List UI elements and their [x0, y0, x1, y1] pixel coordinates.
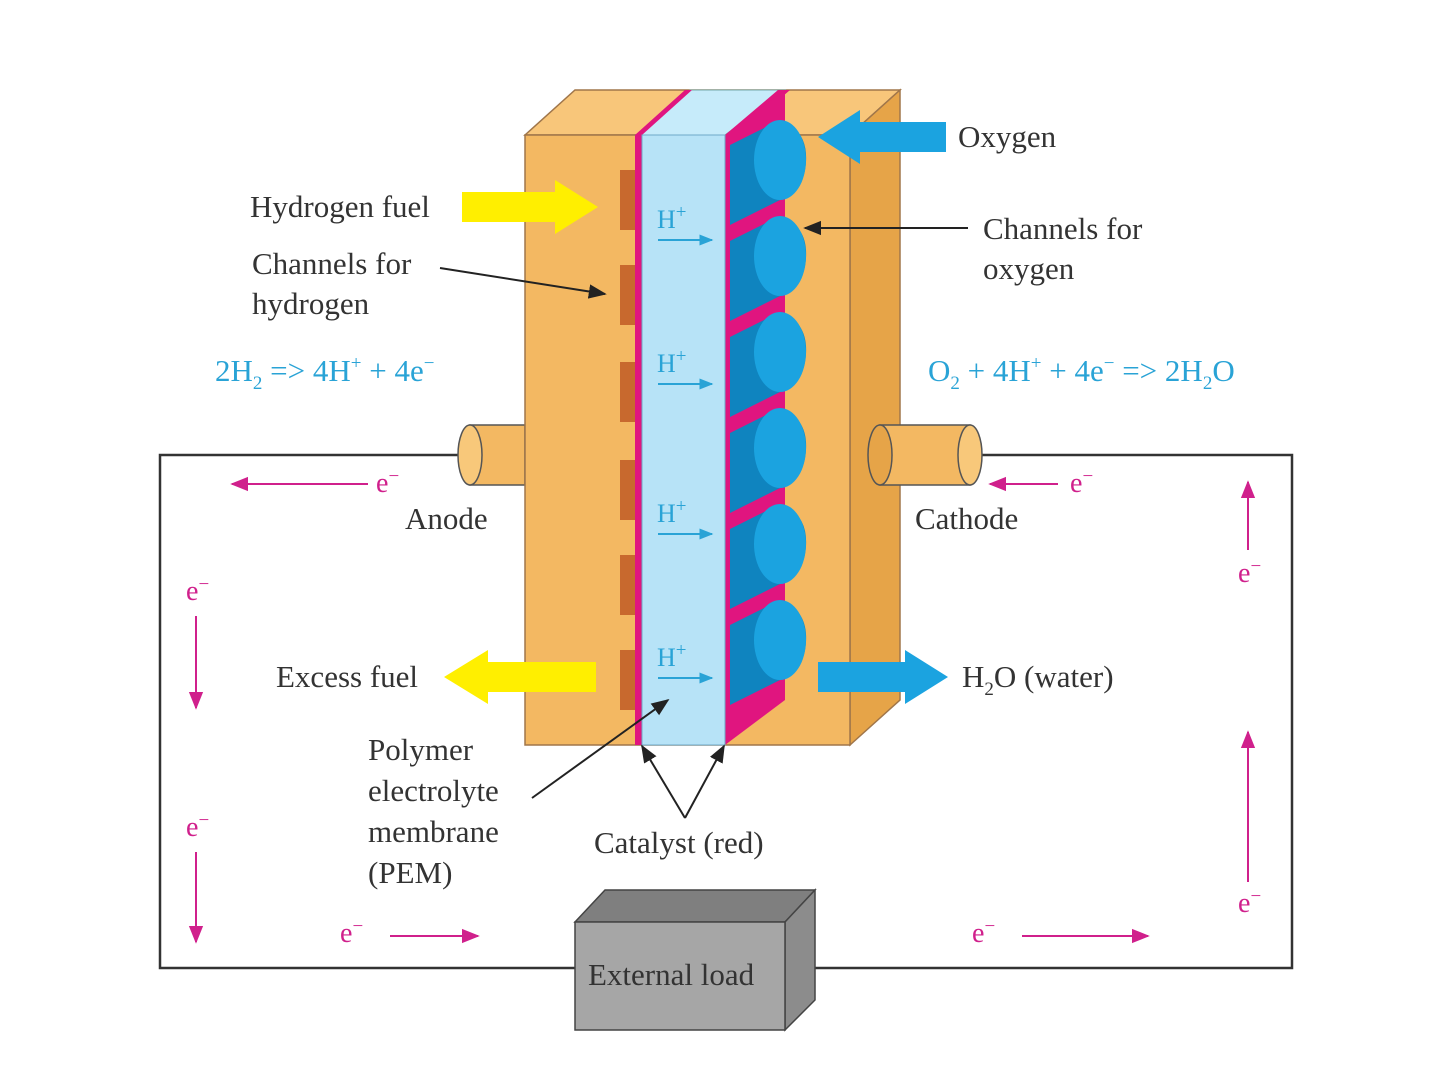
external-load-label: External load	[588, 957, 755, 992]
svg-text:H+: H+	[657, 640, 687, 672]
svg-text:H+: H+	[657, 496, 687, 528]
cathode-terminal	[867, 424, 983, 486]
svg-text:H+: H+	[657, 346, 687, 378]
catalyst-label: Catalyst (red)	[594, 825, 764, 860]
electron-labels: e− e− e− e− e− e− e− e−	[186, 466, 1261, 949]
hydrogen-fuel-label: Hydrogen fuel	[250, 189, 430, 224]
svg-text:e−: e−	[1238, 556, 1261, 589]
channels-hydrogen-pointer	[439, 267, 607, 299]
svg-text:e−: e−	[186, 810, 209, 843]
cathode-equation: O2 + 4H+ + 4e− => 2H2O	[928, 353, 1235, 394]
anode-label: Anode	[405, 501, 488, 536]
svg-text:e−: e−	[340, 916, 363, 949]
svg-text:H+: H+	[657, 202, 687, 234]
catalyst-pointer-right	[684, 744, 725, 819]
excess-fuel-arrow	[444, 650, 596, 704]
oxygen-arrow	[818, 110, 946, 164]
svg-text:e−: e−	[972, 916, 995, 949]
circuit-wire-right	[795, 453, 1294, 970]
water-arrow	[818, 650, 948, 704]
fuel-cell-block	[523, 88, 902, 747]
proton-labels: H+ H+ H+ H+	[657, 202, 714, 684]
oxygen-channels	[730, 120, 807, 705]
oxygen-label: Oxygen	[958, 119, 1057, 154]
anode-terminal	[457, 424, 526, 486]
channels-hydrogen-label: Channels for hydrogen	[252, 246, 419, 321]
external-load	[573, 888, 817, 1032]
water-label: H2O (water)	[962, 659, 1114, 700]
svg-text:e−: e−	[376, 466, 399, 499]
electron-flow-arrows	[188, 476, 1256, 944]
pem-label: Polymer electrolyte membrane (PEM)	[368, 732, 507, 890]
excess-fuel-label: Excess fuel	[276, 659, 418, 694]
svg-text:e−: e−	[1070, 466, 1093, 499]
hydrogen-fuel-arrow	[462, 180, 598, 234]
anode-catalyst-strip	[635, 135, 642, 745]
cathode-label: Cathode	[915, 501, 1018, 536]
catalyst-pointer-left	[641, 744, 686, 819]
channels-oxygen-label: Channels for oxygen	[983, 211, 1150, 286]
hydrogen-channels	[620, 170, 635, 710]
circuit-wire-left	[158, 453, 575, 970]
anode-equation: 2H2 => 4H+ + 4e−	[215, 353, 434, 394]
svg-text:e−: e−	[186, 574, 209, 607]
svg-text:e−: e−	[1238, 886, 1261, 919]
pem-pointer	[531, 698, 670, 799]
